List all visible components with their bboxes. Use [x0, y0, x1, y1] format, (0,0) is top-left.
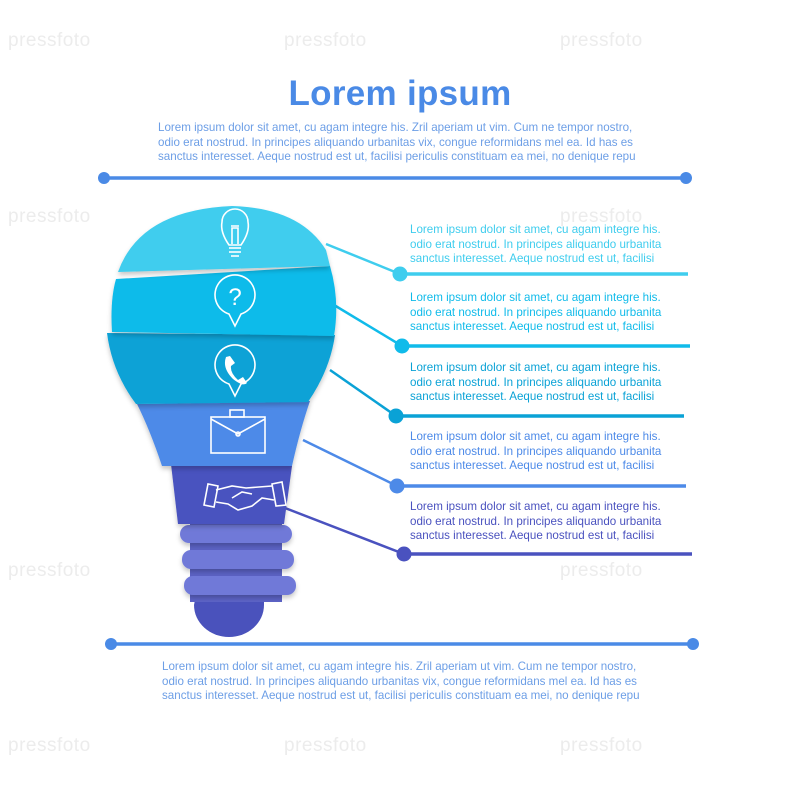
step-connector-4 — [302, 438, 686, 494]
base-stripe — [180, 525, 292, 543]
intro-paragraph: Lorem ipsum dolor sit amet, cu agam inte… — [158, 121, 636, 165]
bulb-segment-4 — [137, 401, 310, 466]
outro-line: odio erat nostrud. In principes aliquand… — [162, 674, 637, 688]
watermark: pressfoto — [560, 206, 643, 227]
lightbulb-icon — [220, 208, 250, 257]
bulb-segment-5 — [171, 464, 292, 524]
step-line: odio erat nostrud. In principes aliquand… — [410, 444, 662, 458]
step-connector-3 — [329, 368, 684, 424]
page-title: Lorem ipsum — [288, 74, 512, 113]
step-line: odio erat nostrud. In principes aliquand… — [410, 375, 662, 389]
handshake-icon — [203, 481, 287, 511]
phone-bubble-icon — [214, 344, 256, 398]
step-line: Lorem ipsum dolor sit amet, cu agam inte… — [410, 361, 661, 374]
step-connector-5 — [284, 506, 692, 562]
bulb-segment-2 — [111, 266, 337, 336]
step-line: sanctus interesset. Aeque nostrud est ut… — [410, 459, 655, 473]
watermark: pressfoto — [560, 735, 643, 756]
step-line: sanctus interesset. Aeque nostrud est ut… — [410, 320, 655, 334]
watermark: pressfoto — [8, 30, 91, 51]
step-line: sanctus interesset. Aeque nostrud est ut… — [410, 252, 655, 266]
outro-paragraph: Lorem ipsum dolor sit amet, cu agam inte… — [162, 660, 640, 704]
intro-line: sanctus interesset. Aeque nostrud est ut… — [158, 150, 636, 164]
step-line: odio erat nostrud. In principes aliquand… — [410, 305, 662, 319]
step-line: Lorem ipsum dolor sit amet, cu agam inte… — [410, 291, 661, 304]
watermark: pressfoto — [560, 30, 643, 51]
step-connector-1 — [325, 242, 688, 282]
bottom-divider — [105, 638, 699, 650]
step-line: Lorem ipsum dolor sit amet, cu agam inte… — [410, 223, 661, 236]
watermark: pressfoto — [8, 735, 91, 756]
step-line: sanctus interesset. Aeque nostrud est ut… — [410, 529, 655, 543]
step-line: Lorem ipsum dolor sit amet, cu agam inte… — [410, 500, 661, 513]
step-text-2: Lorem ipsum dolor sit amet, cu agam inte… — [410, 291, 661, 335]
step-line: odio erat nostrud. In principes aliquand… — [410, 237, 662, 251]
step-text-5: Lorem ipsum dolor sit amet, cu agam inte… — [410, 500, 661, 544]
step-line: sanctus interesset. Aeque nostrud est ut… — [410, 390, 655, 404]
step-text-3: Lorem ipsum dolor sit amet, cu agam inte… — [410, 361, 661, 405]
bulb-base — [180, 522, 296, 637]
question-bubble-icon: ? — [214, 274, 256, 328]
watermark: pressfoto — [560, 560, 643, 581]
watermark: pressfoto — [8, 206, 91, 227]
outro-line: sanctus interesset. Aeque nostrud est ut… — [162, 689, 640, 703]
intro-line: odio erat nostrud. In principes aliquand… — [158, 135, 633, 149]
step-line: Lorem ipsum dolor sit amet, cu agam inte… — [410, 430, 661, 443]
step-connector-2 — [333, 303, 690, 354]
watermark: pressfoto — [8, 560, 91, 581]
intro-line: Lorem ipsum dolor sit amet, cu agam inte… — [158, 121, 633, 134]
bulb-cap — [194, 595, 264, 637]
step-text-4: Lorem ipsum dolor sit amet, cu agam inte… — [410, 430, 661, 474]
base-stripe — [182, 550, 294, 569]
step-line: odio erat nostrud. In principes aliquand… — [410, 514, 662, 528]
svg-text:?: ? — [228, 284, 241, 311]
top-divider — [98, 172, 692, 184]
bulb-segment-3 — [107, 333, 335, 404]
briefcase-icon — [210, 409, 266, 454]
outro-line: Lorem ipsum dolor sit amet, cu agam inte… — [162, 660, 637, 673]
step-text-1: Lorem ipsum dolor sit amet, cu agam inte… — [410, 223, 661, 267]
base-stripe — [184, 576, 296, 595]
watermark: pressfoto — [284, 30, 367, 51]
bulb-segment-1 — [118, 206, 330, 272]
watermark: pressfoto — [284, 735, 367, 756]
